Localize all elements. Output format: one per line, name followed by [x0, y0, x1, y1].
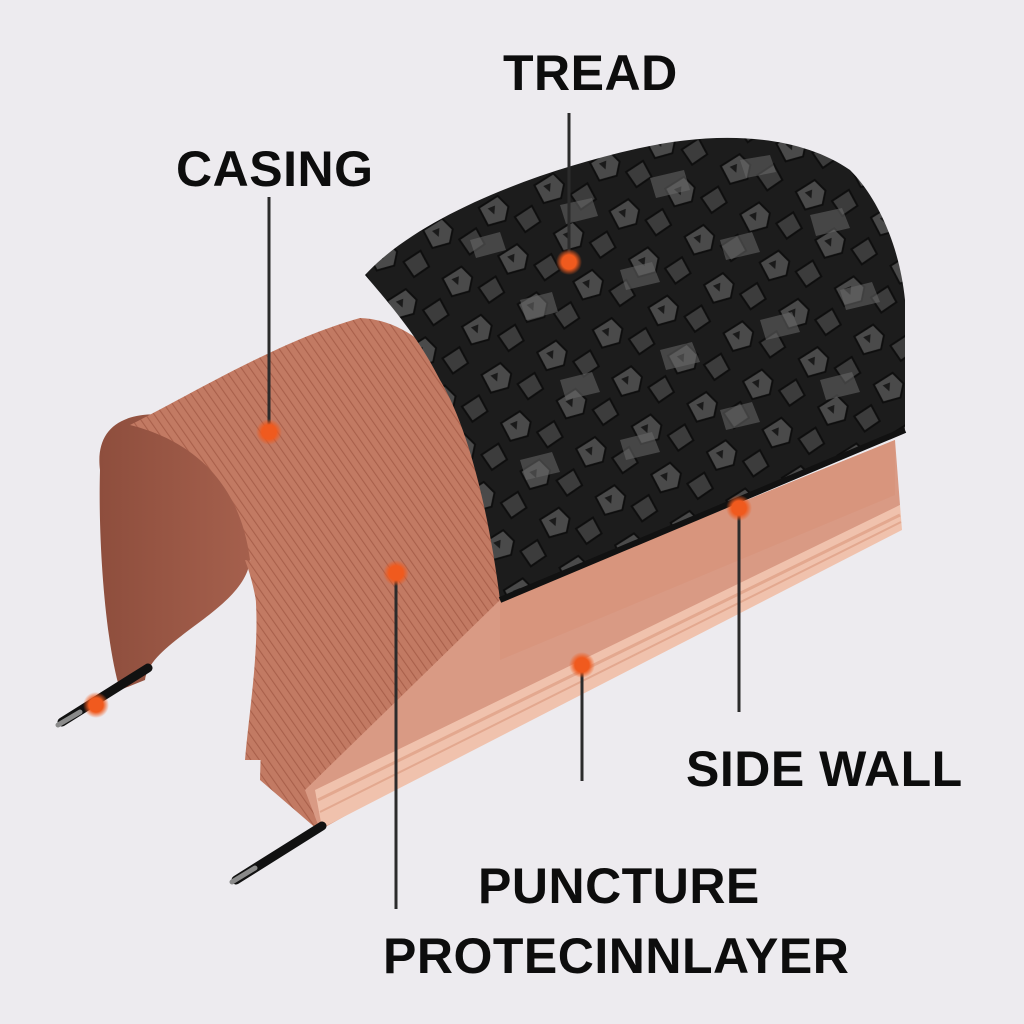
casing-label: CASING	[176, 141, 374, 197]
bead-wire-upper	[55, 663, 153, 728]
puncture-marker-b	[383, 560, 409, 586]
bead-wire-lower	[229, 821, 327, 885]
puncture-label-line1: PUNCTURE	[478, 858, 760, 914]
tread-label: TREAD	[503, 45, 678, 101]
casing-marker	[256, 419, 282, 445]
puncture-label-line2: PROTECINNLAYER	[383, 928, 850, 984]
tread-marker	[556, 249, 582, 275]
side-wall-label: SIDE WALL	[686, 741, 963, 797]
side-wall-face	[500, 440, 895, 660]
side-wall-marker	[726, 495, 752, 521]
puncture-marker-a	[569, 652, 595, 678]
bead-marker	[83, 692, 109, 718]
